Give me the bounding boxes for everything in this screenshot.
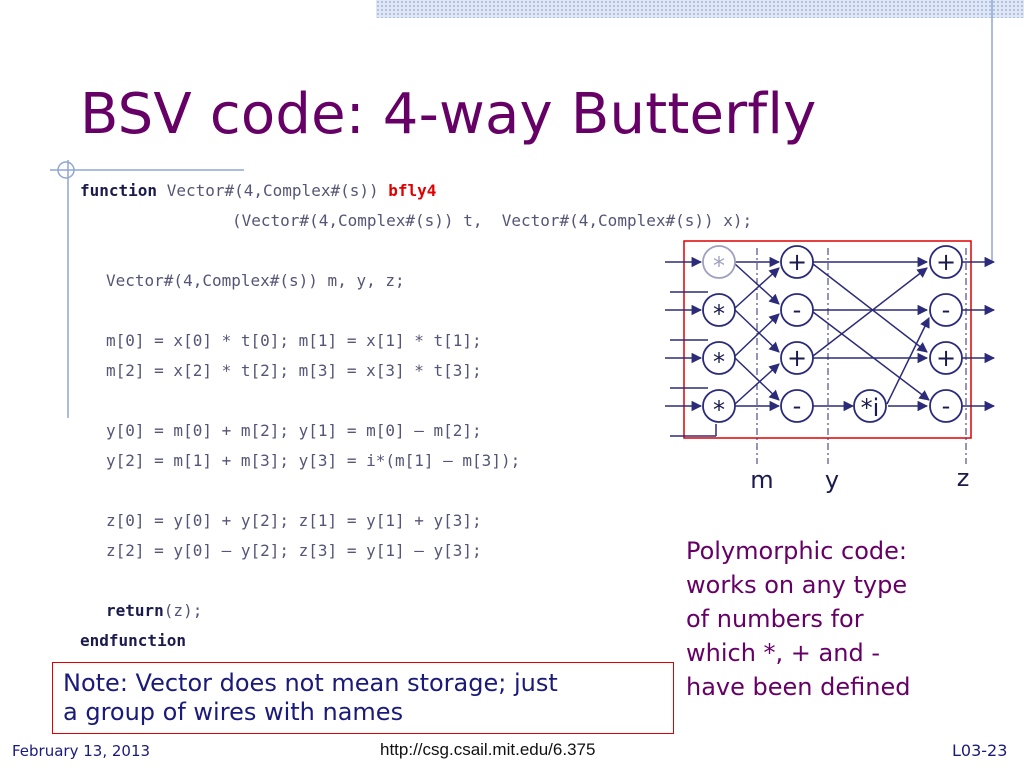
multiply-symbol-1: * <box>713 300 725 328</box>
code-line-1: function Vector#(4,Complex#(s)) bfly4 <box>80 181 436 200</box>
twiddle-node <box>853 389 887 423</box>
code-line-9: z[2] = y[0] – y[2]; z[3] = y[1] – y[3]; <box>106 541 482 560</box>
code-line-7: y[2] = m[1] + m[3]; y[3] = i*(m[1] – m[3… <box>106 451 521 470</box>
stage2-node-2 <box>929 341 963 375</box>
multiply-symbol-0: * <box>713 252 725 280</box>
stage2-node-3 <box>929 389 963 423</box>
stage1-symbol-0: + <box>787 248 807 276</box>
polymorphic-note-line-4: which *, + and - <box>686 639 880 667</box>
code-line-8: z[0] = y[0] + y[2]; z[1] = y[1] + y[3]; <box>106 511 482 530</box>
multiply-node-1 <box>702 293 736 327</box>
function-signature: Vector#(4,Complex#(s)) <box>157 181 389 200</box>
code-line-4: m[0] = x[0] * t[0]; m[1] = x[1] * t[1]; <box>106 331 482 350</box>
multiply-symbol-3: * <box>713 396 725 424</box>
code-line-5: m[2] = x[2] * t[2]; m[3] = x[3] * t[3]; <box>106 361 482 380</box>
multiply-node-0 <box>702 245 736 279</box>
butterfly-nodes <box>702 245 963 423</box>
slide-number: L03-23 <box>952 741 1008 760</box>
label-y: y <box>825 466 839 494</box>
stage1-symbol-1: - <box>793 296 802 324</box>
polymorphic-note-line-5: have been defined <box>686 673 911 701</box>
stage2-node-0 <box>929 245 963 279</box>
polymorphic-note-line-1: Polymorphic code: <box>686 537 908 565</box>
stage2-symbol-2: + <box>936 344 956 372</box>
stage1-symbol-2: + <box>787 344 807 372</box>
function-name: bfly4 <box>388 181 437 200</box>
polymorphic-note: Polymorphic code: works on any type of n… <box>686 534 1006 704</box>
vector-note-line-1: Note: Vector does not mean storage; just <box>63 669 558 697</box>
rule-circle-ornament <box>57 161 75 179</box>
stage1-symbol-3: - <box>793 392 802 420</box>
multiply-node-2 <box>702 341 736 375</box>
polymorphic-note-line-2: works on any type <box>686 571 908 599</box>
butterfly-wires <box>734 256 996 412</box>
stage-labels: m y z <box>750 464 969 494</box>
polymorphic-note-line-3: of numbers for <box>686 605 864 633</box>
label-m: m <box>750 466 773 494</box>
return-value: (z); <box>163 601 203 620</box>
stage1-node-3 <box>780 389 814 423</box>
code-line-10: return(z); <box>106 601 202 620</box>
multiply-symbol-2: * <box>713 348 725 376</box>
code-line-6: y[0] = m[0] + m[2]; y[1] = m[0] – m[2]; <box>106 421 482 440</box>
stage2-symbol-3: - <box>942 392 951 420</box>
vector-note-line-2: a group of wires with names <box>63 698 404 726</box>
vector-note-box: Note: Vector does not mean storage; just… <box>52 662 674 734</box>
code-line-11: endfunction <box>80 631 186 650</box>
twiddle-symbol: *i <box>861 394 880 422</box>
code-line-2: (Vector#(4,Complex#(s)) t, Vector#(4,Com… <box>232 211 753 230</box>
stage2-symbol-1: - <box>942 296 951 324</box>
footer-date: February 13, 2013 <box>12 742 151 760</box>
stage2-symbol-0: + <box>936 248 956 276</box>
stage2-node-1 <box>929 293 963 327</box>
multiply-node-3 <box>702 389 736 423</box>
stage1-node-1 <box>780 293 814 327</box>
function-keyword: function <box>80 181 158 200</box>
stage1-node-0 <box>780 245 814 279</box>
code-line-3: Vector#(4,Complex#(s)) m, y, z; <box>106 271 405 290</box>
stage1-node-2 <box>780 341 814 375</box>
return-keyword: return <box>106 601 164 620</box>
node-symbols: * * * * + - + - *i + - + - <box>713 248 956 424</box>
extended-input-lines <box>665 256 717 437</box>
footer-url-link[interactable]: http://csg.csail.mit.edu/6.375 <box>380 740 596 759</box>
label-z: z <box>957 464 970 492</box>
top-dotted-band <box>376 0 1024 18</box>
slide-title: BSV code: 4-way Butterfly <box>80 82 817 147</box>
